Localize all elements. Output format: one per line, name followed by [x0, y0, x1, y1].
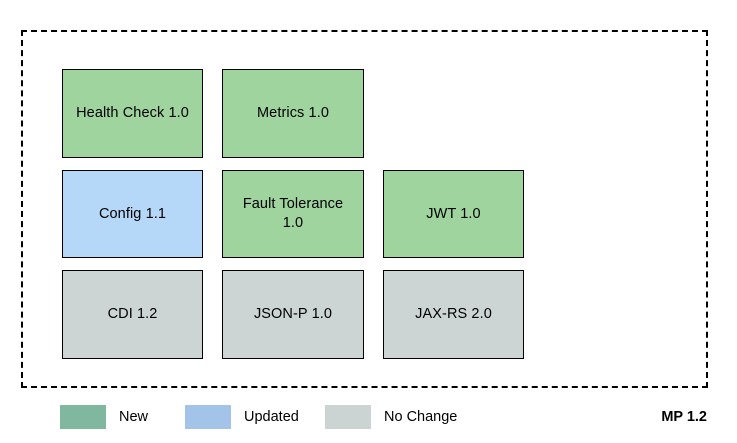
- spec-box-label: JWT 1.0: [426, 205, 481, 222]
- spec-box-label: JSON-P 1.0: [253, 306, 333, 323]
- spec-box-jax-rs[interactable]: JAX-RS 2.0: [383, 270, 524, 359]
- legend-label-no-change: No Change: [384, 409, 458, 425]
- spec-box-label: CDI 1.2: [107, 306, 158, 323]
- spec-box-metrics[interactable]: Metrics 1.0: [222, 69, 364, 158]
- spec-box-jwt[interactable]: JWT 1.0: [383, 170, 524, 258]
- spec-box-health-check[interactable]: Health Check 1.0: [62, 69, 203, 158]
- legend: New Updated No Change MP 1.2: [0, 398, 737, 443]
- spec-box-fault-tolerance[interactable]: Fault Tolerance 1.0: [222, 170, 364, 258]
- legend-item-updated: Updated: [185, 398, 299, 436]
- legend-swatch-new: [60, 405, 106, 429]
- spec-box-config[interactable]: Config 1.1: [62, 170, 203, 258]
- legend-swatch-updated: [185, 405, 231, 429]
- spec-box-label: Fault Tolerance 1.0: [242, 196, 344, 231]
- legend-label-updated: Updated: [244, 409, 299, 425]
- spec-box-label: Health Check 1.0: [76, 105, 189, 122]
- legend-label-new: New: [119, 409, 149, 425]
- spec-box-json-p[interactable]: JSON-P 1.0: [222, 270, 364, 359]
- legend-item-no-change: No Change: [325, 398, 457, 436]
- spec-box-label: JAX-RS 2.0: [415, 306, 492, 323]
- spec-box-label: Config 1.1: [98, 205, 167, 222]
- microprofile-umbrella-container: Health Check 1.0 Metrics 1.0 Config 1.1 …: [21, 30, 708, 388]
- spec-box-cdi[interactable]: CDI 1.2: [62, 270, 203, 359]
- version-tag: MP 1.2: [661, 409, 707, 425]
- legend-item-new: New: [60, 398, 148, 436]
- spec-box-label: Metrics 1.0: [256, 105, 329, 122]
- legend-swatch-no-change: [325, 405, 371, 429]
